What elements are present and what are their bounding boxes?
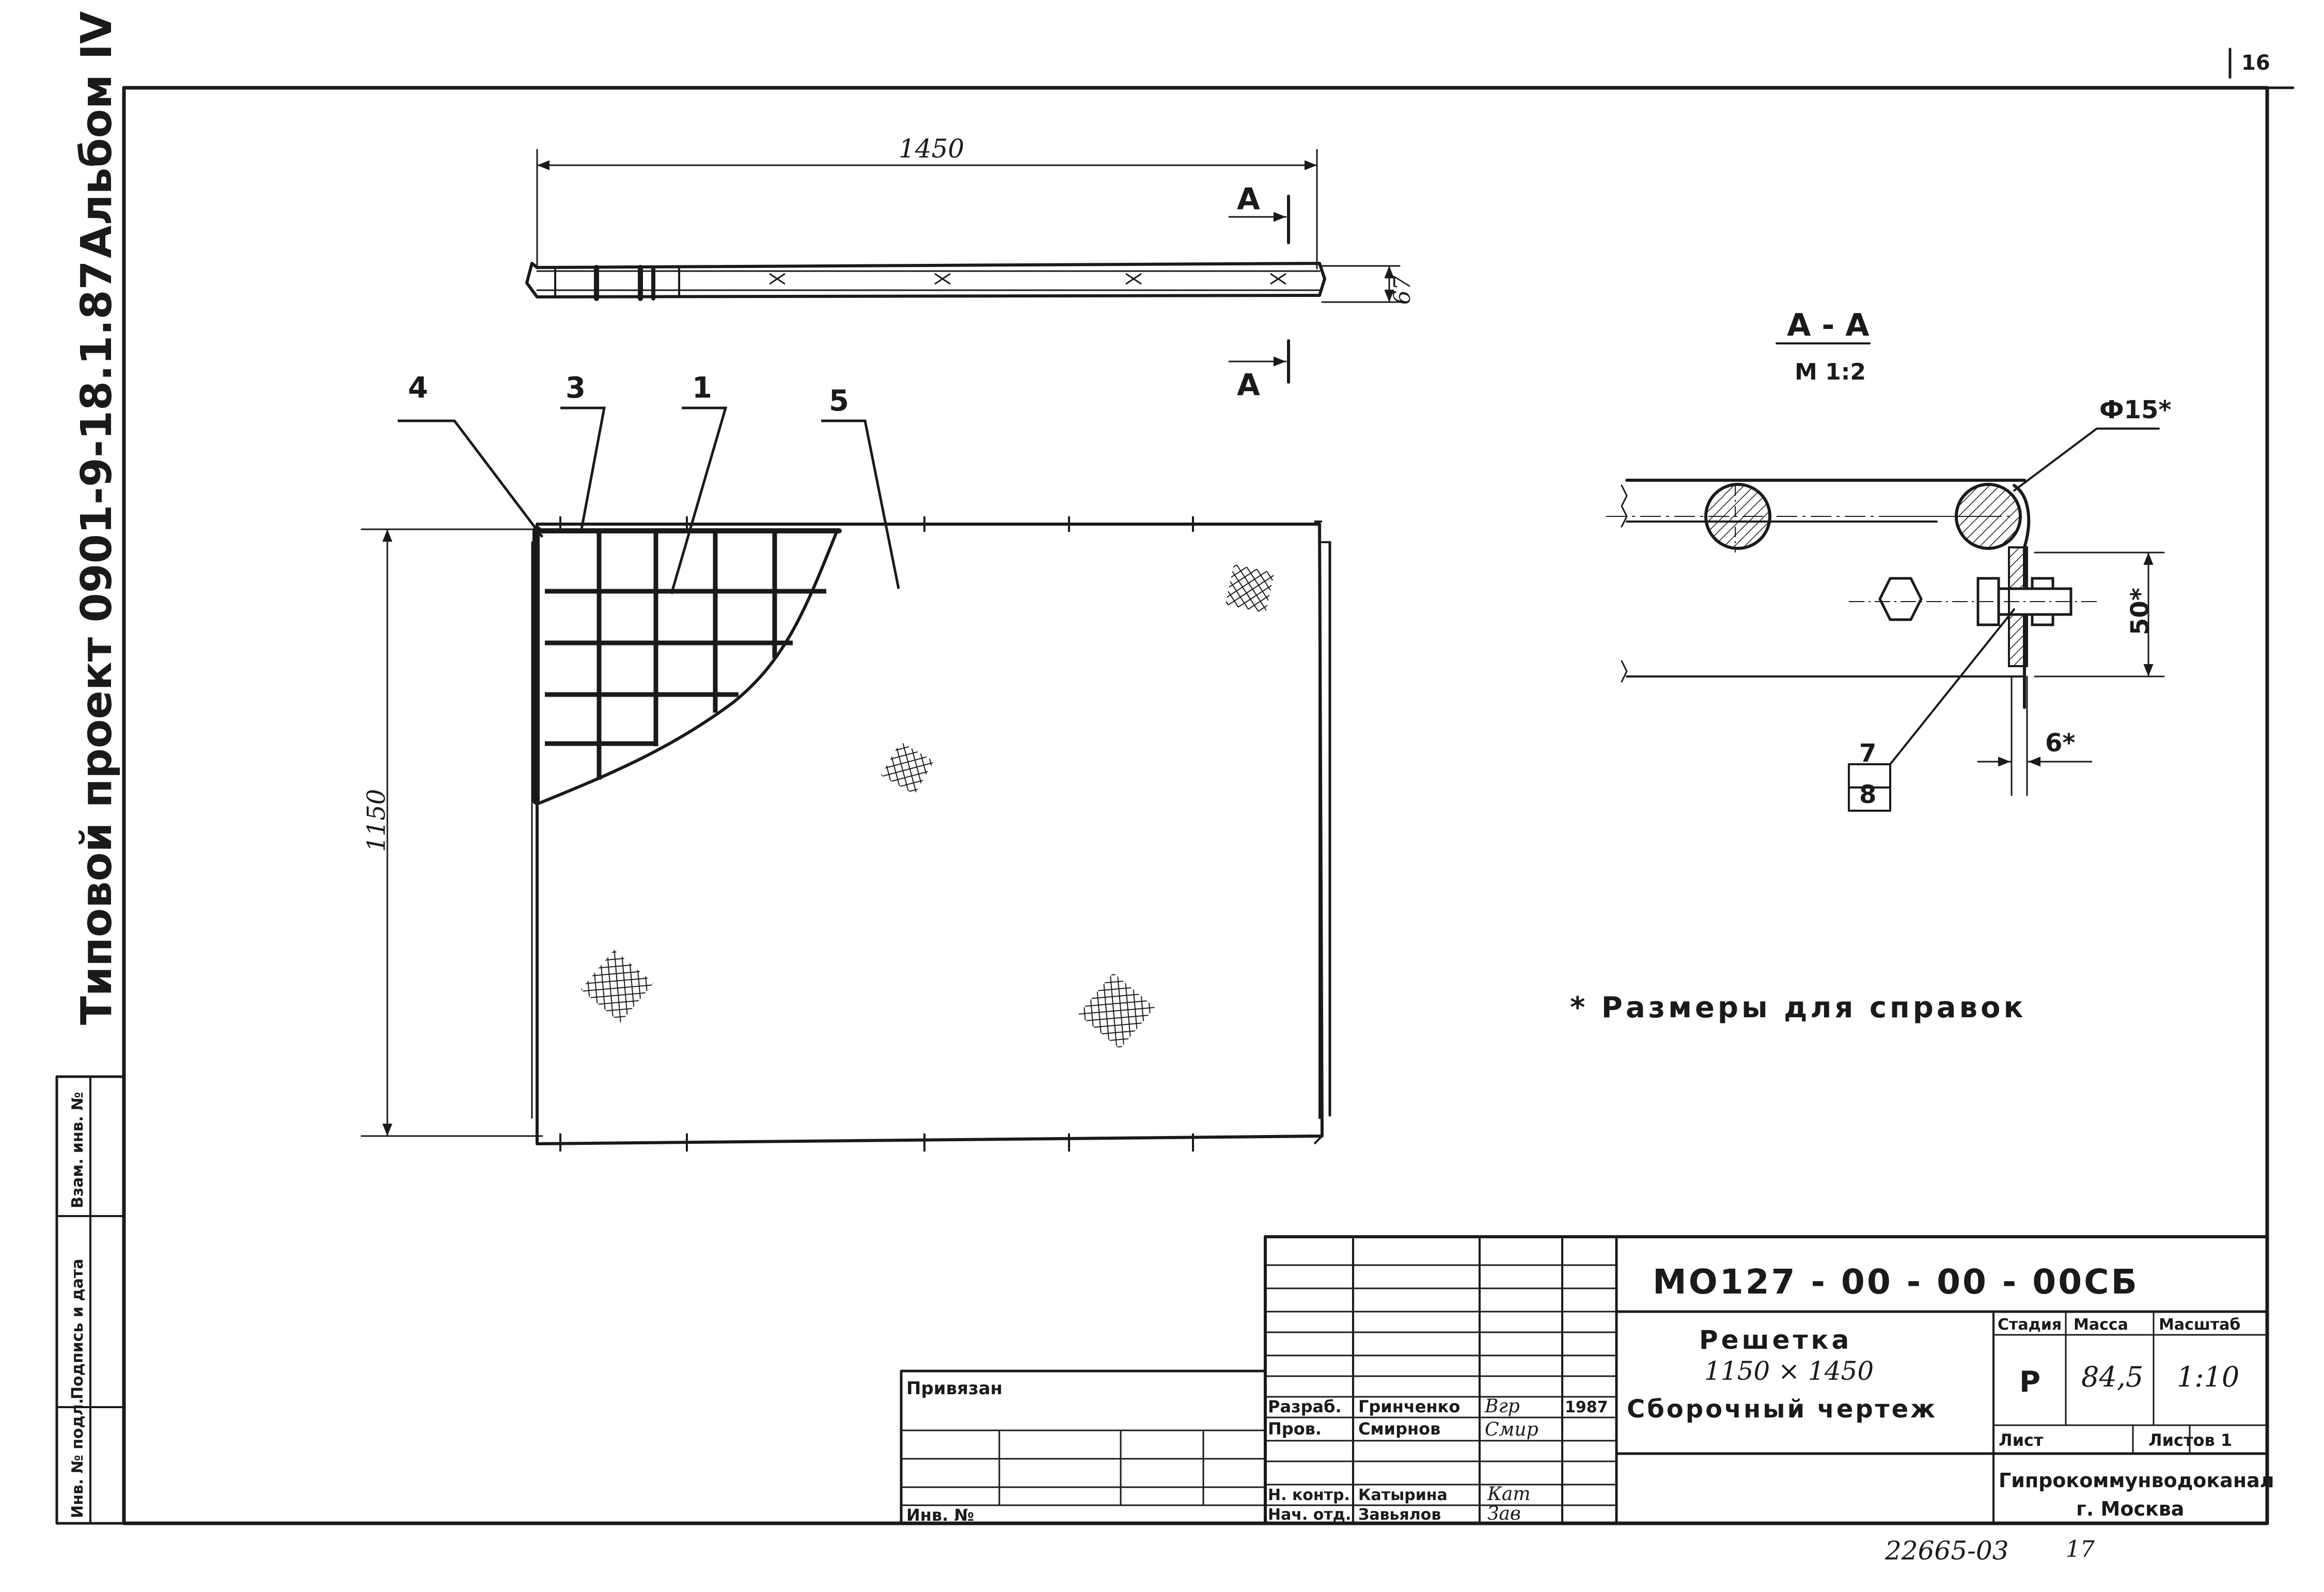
title-block [900, 1235, 2269, 1525]
stamp-signature-date: Подпись и дата [69, 1259, 87, 1399]
mass-label: Масса [2074, 1316, 2128, 1334]
page-number: 16 [2241, 51, 2270, 75]
name-developer: Гринченко [1358, 1397, 1460, 1416]
bolt-dimension: Ф15* [2099, 396, 2172, 424]
mass-value: 84,5 [2081, 1361, 2143, 1393]
album-label: Альбом IV [72, 11, 121, 258]
side-stamp [55, 1075, 125, 1525]
name-checker: Смирнов [1358, 1419, 1440, 1439]
callout-7: 7 [1859, 739, 1876, 768]
signature-norm-control: Кат [1487, 1484, 1530, 1505]
scale-value: 1:10 [2177, 1361, 2239, 1393]
section-a-a [1606, 428, 2165, 812]
callout-4: 4 [408, 371, 428, 405]
scale-label: Масштаб [2159, 1316, 2240, 1334]
callout-1: 1 [692, 371, 712, 405]
signature-developer: Вгр [1484, 1396, 1520, 1417]
thickness-dimension: 67 [1389, 276, 1416, 305]
project-title: Типовой проект 0901-9-18.1.87 [72, 260, 121, 1025]
callout-8: 8 [1859, 780, 1876, 809]
drawing-name: Решетка [1699, 1325, 1852, 1355]
inv-label: Инв. № [906, 1505, 974, 1525]
stage-label: Стадия [1998, 1316, 2062, 1334]
stage-value: Р [2019, 1365, 2040, 1399]
top-view-dimension: 1450 [899, 134, 964, 164]
section-title: А - А [1787, 307, 1870, 343]
reference-note: * Размеры для справок [1570, 991, 2027, 1024]
section-marker-top: А [1237, 181, 1260, 216]
front-view-height-dimension: 1150 [362, 789, 391, 852]
section-marker-bottom: А [1237, 367, 1260, 402]
sheet-frame [122, 48, 2295, 1525]
section-scale: М 1:2 [1795, 359, 1866, 385]
plate-dimension: 6* [2045, 729, 2076, 758]
top-view [525, 149, 1401, 303]
stamp-replacement-inv: Взам. инв. № [69, 1092, 87, 1208]
section-height-dimension: 50* [2126, 588, 2155, 635]
drawing-designation: МО127 - 00 - 00 - 00СБ [1653, 1262, 2139, 1302]
callout-3: 3 [566, 371, 586, 405]
signature-checker: Смир [1485, 1419, 1538, 1440]
stamp-inv-original: Инв. № подл. [69, 1398, 87, 1518]
role-dept-head: Нач. отд. [1268, 1506, 1351, 1524]
bound-label: Привязан [906, 1378, 1002, 1399]
drawing-type: Сборочный чертеж [1627, 1395, 1937, 1424]
role-checker: Пров. [1268, 1419, 1322, 1439]
archive-number: 22665-03 [1885, 1536, 2009, 1566]
date-developer: 1987 [1565, 1398, 1608, 1416]
front-view [360, 406, 1331, 1152]
name-dept-head: Завьялов [1358, 1506, 1441, 1524]
role-developer: Разраб. [1268, 1397, 1342, 1416]
sheets-count: Листов 1 [2148, 1430, 2232, 1450]
callout-5: 5 [829, 384, 849, 418]
organization-city: г. Москва [2076, 1498, 2184, 1520]
organization-name: Гипрокоммунводоканал [1999, 1469, 2274, 1492]
sheet-label: Лист [1999, 1430, 2044, 1450]
name-norm-control: Катырина [1358, 1486, 1448, 1504]
drawing-size: 1150 × 1450 [1704, 1356, 1874, 1386]
signature-dept-head: Зав [1487, 1503, 1521, 1524]
section-cut-markers [1228, 195, 1290, 384]
role-norm-control: Н. контр. [1268, 1486, 1350, 1504]
format-mark: 17 [2066, 1536, 2095, 1563]
